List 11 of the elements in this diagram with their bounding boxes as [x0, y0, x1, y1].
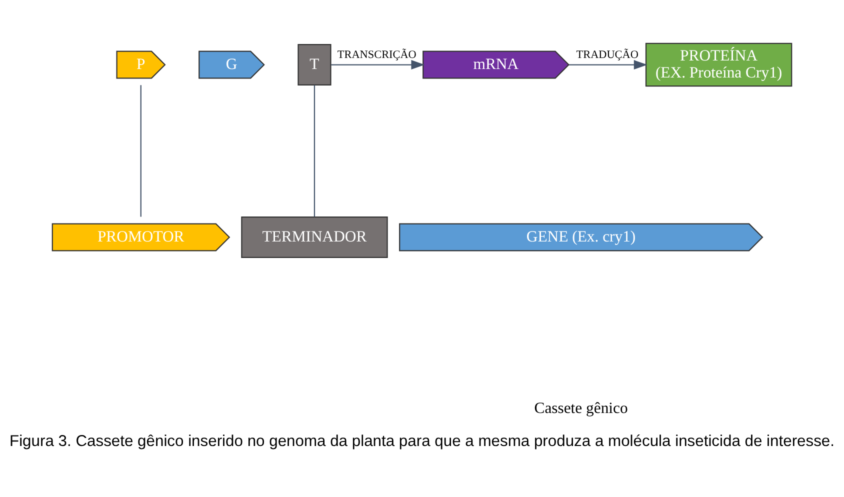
arrow — [330, 60, 425, 69]
arrow — [568, 60, 648, 69]
edge-label: TRADUÇÃO — [576, 48, 638, 61]
connector — [140, 84, 142, 216]
edge-label: TRANSCRIÇÃO — [337, 48, 416, 61]
node-box: PROTEÍNA (EX. Proteína Cry1) — [645, 42, 792, 86]
node-box: TERMINADOR — [241, 216, 388, 258]
label: Cassete gênico — [534, 399, 628, 416]
connector — [314, 84, 316, 216]
caption: Figura 3. Cassete gênico inserido no genoma da planta para que a mesma produza a molécula inseticida de interesse. — [9, 432, 835, 450]
node-box: T — [298, 44, 332, 85]
